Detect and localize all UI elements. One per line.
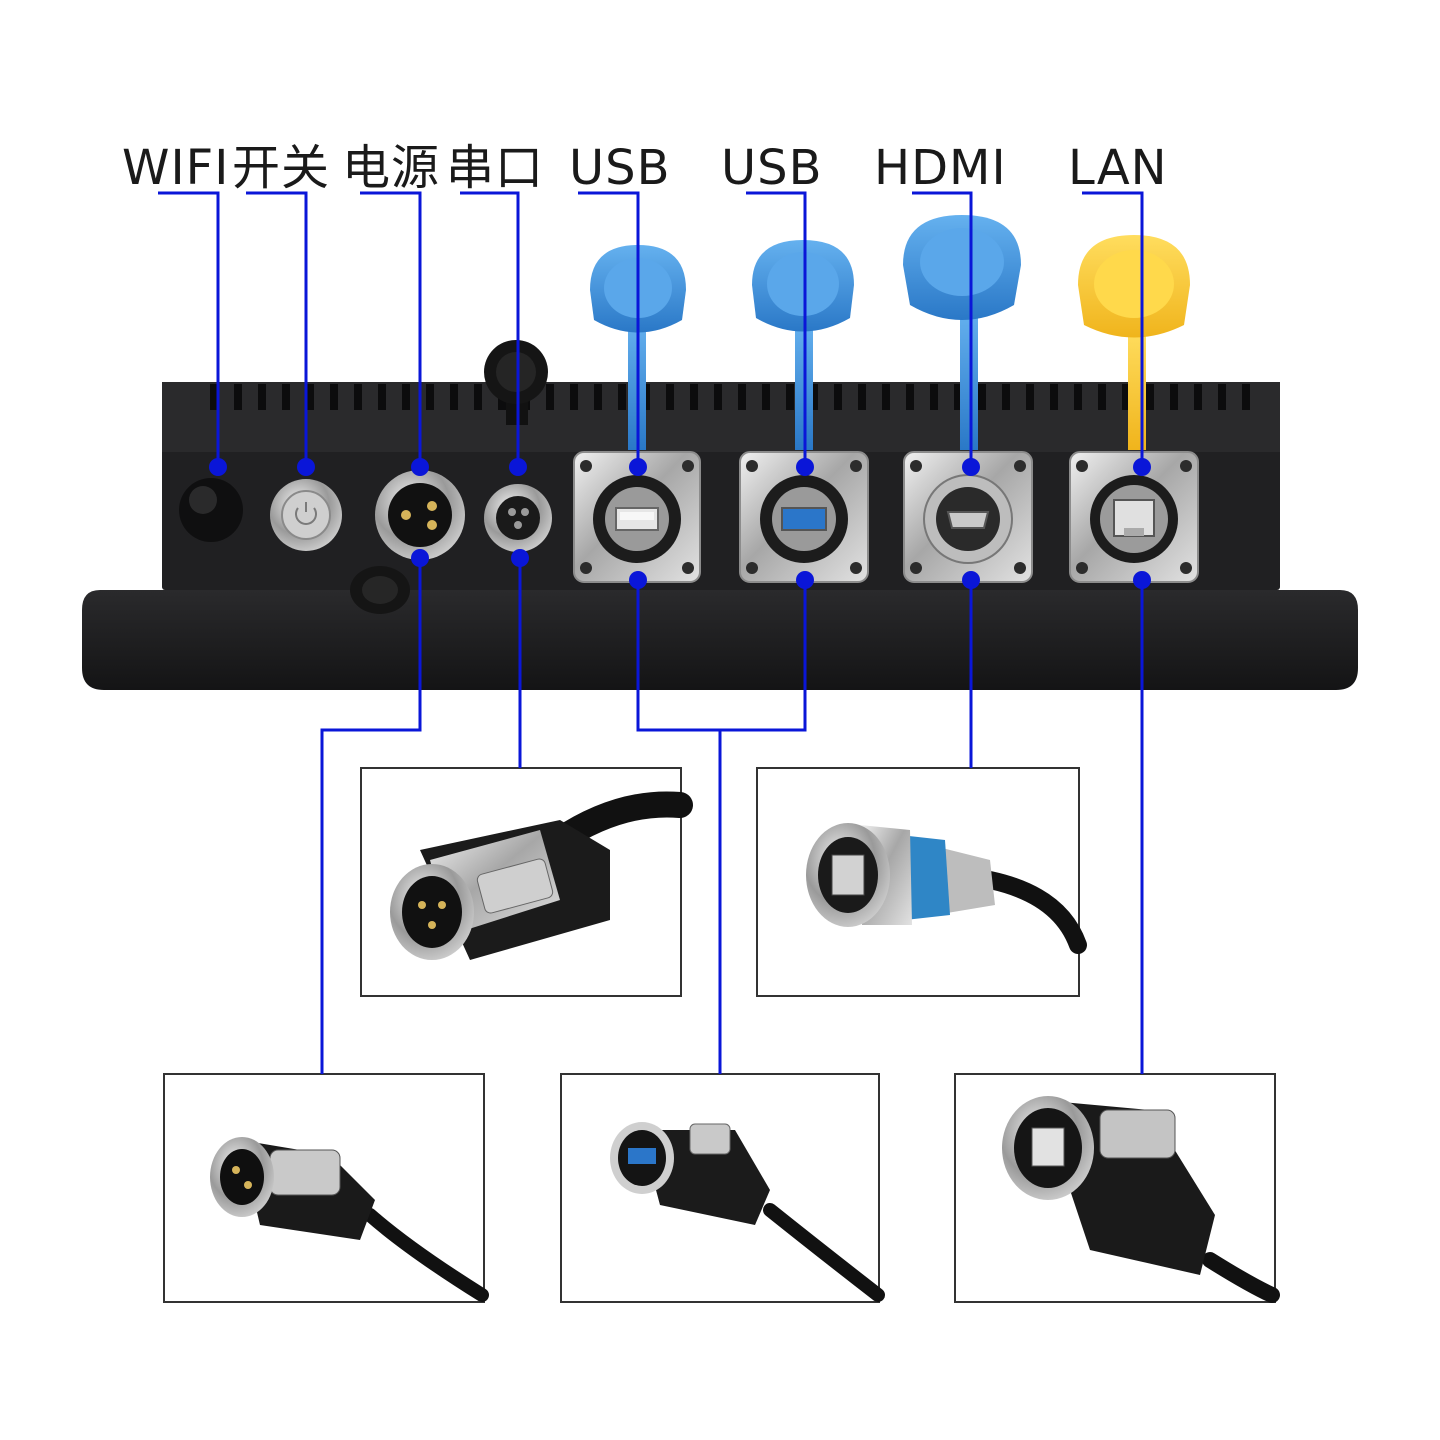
heatsink-fin [258, 384, 266, 410]
heatsink-fin [1098, 384, 1106, 410]
device-ports [179, 451, 1199, 583]
label-hdmi: HDMI [874, 140, 1007, 196]
label-usb-2: USB [721, 140, 823, 196]
heatsink-fin [1194, 384, 1202, 410]
heatsink-fin [786, 384, 794, 410]
antenna-icon [179, 478, 243, 542]
usb-plug-photo [560, 1073, 885, 1303]
heatsink-fin [954, 384, 962, 410]
serial-cap [484, 340, 548, 425]
heatsink-fin [354, 384, 362, 410]
heatsink-fin [234, 384, 242, 410]
heatsink-fin [402, 384, 410, 410]
serial-port-icon[interactable] [484, 484, 552, 552]
protective-caps [350, 215, 1190, 614]
heatsink-fin [1170, 384, 1178, 410]
heatsink-fin [570, 384, 578, 410]
heatsink-fin [306, 384, 314, 410]
heatsink-fin [474, 384, 482, 410]
heatsink-fin [906, 384, 914, 410]
heatsink-fin [594, 384, 602, 410]
heatsink-fin [1218, 384, 1226, 410]
hdmi-cap [903, 215, 1021, 450]
serial-plug-photo [360, 767, 693, 997]
heatsink-fin [762, 384, 770, 410]
heatsink-fin [738, 384, 746, 410]
power-button-icon[interactable] [270, 479, 342, 551]
label-lan: LAN [1068, 140, 1168, 196]
heatsink-fin [282, 384, 290, 410]
heatsink-fin [426, 384, 434, 410]
heatsink-fin [1050, 384, 1058, 410]
label-power: 电源 [342, 140, 441, 196]
usb1-port-icon[interactable] [573, 451, 701, 583]
power-cap [350, 566, 410, 614]
heatsink-fin [810, 384, 818, 410]
leader-dots [209, 458, 1151, 589]
heatsink-fin [666, 384, 674, 410]
power-plug-photo [163, 1073, 489, 1303]
heatsink-fin [1242, 384, 1250, 410]
heatsink-fin [858, 384, 866, 410]
heatsink-fin [834, 384, 842, 410]
heatsink-fin [1026, 384, 1034, 410]
heatsink-fin [930, 384, 938, 410]
label-usb-1: USB [569, 140, 671, 196]
heatsink-fin [546, 384, 554, 410]
hdmi-port-icon[interactable] [903, 451, 1033, 583]
heatsink-fin [330, 384, 338, 410]
heatsink-fin [978, 384, 986, 410]
label-wifi: WIFI [122, 140, 230, 196]
heatsink-fin [1002, 384, 1010, 410]
leader-lines [158, 191, 1144, 1074]
heatsink-fin [1074, 384, 1082, 410]
heatsink-fin [378, 384, 386, 410]
plug-photo-boxes [163, 767, 1280, 1303]
label-switch: 开关 [232, 140, 331, 196]
label-serial: 串口 [446, 140, 545, 196]
heatsink-fin [882, 384, 890, 410]
hdmi-plug-photo [756, 767, 1087, 997]
lan-plug-photo [954, 1073, 1280, 1303]
usb2-cap [752, 240, 854, 450]
heatsink-fin [1146, 384, 1154, 410]
heatsink-fin [690, 384, 698, 410]
heatsink-fin [714, 384, 722, 410]
lan-port-icon[interactable] [1069, 451, 1199, 583]
heatsink-fin [210, 384, 218, 410]
heatsink-fin [450, 384, 458, 410]
power-port-icon[interactable] [375, 470, 465, 560]
heatsink-fin [1122, 384, 1130, 410]
heatsink-fin [618, 384, 626, 410]
